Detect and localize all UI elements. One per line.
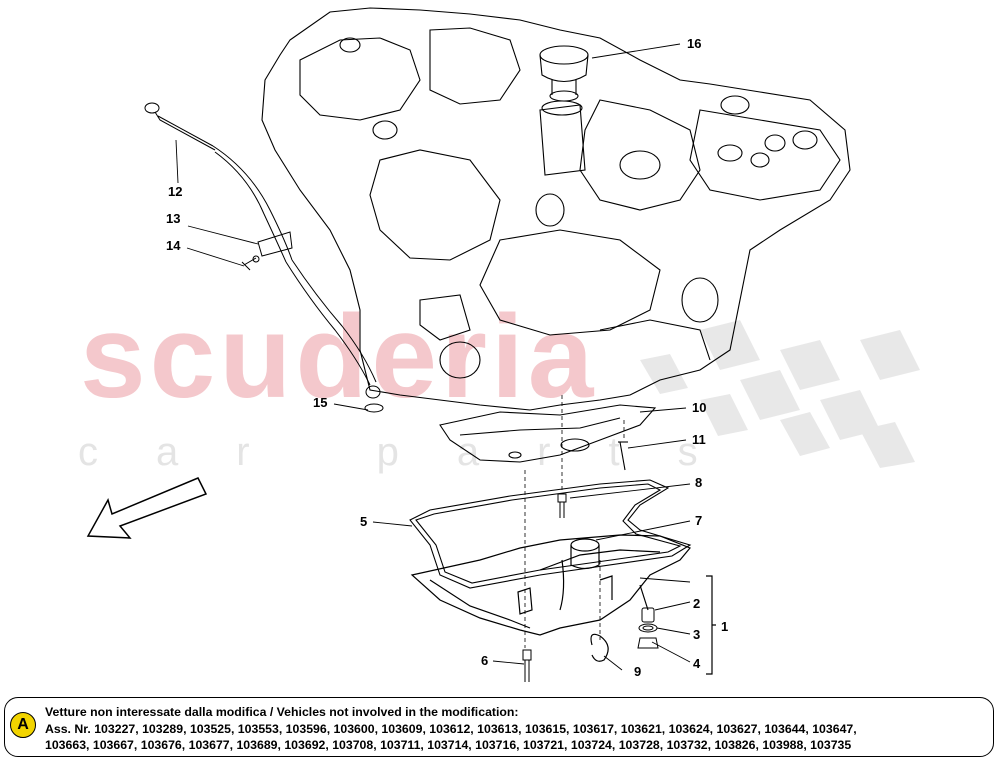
leader-lines [175, 43, 691, 671]
callout-5: 5 [360, 514, 368, 529]
checkered-flag-watermark [640, 320, 920, 468]
callout-8: 8 [695, 475, 703, 490]
note-line-1: Ass. Nr. 103227, 103289, 103525, 103553,… [45, 721, 857, 736]
callout-1: 1 [721, 619, 729, 634]
oil-pan [410, 534, 691, 636]
oil-dipstick [144, 102, 384, 413]
callout-13: 13 [166, 211, 181, 226]
note-line-2: 103663, 103667, 103676, 103677, 103689, … [45, 738, 852, 752]
pan-bolt [522, 649, 532, 682]
callout-7: 7 [695, 513, 703, 528]
watermark-subtitle: car parts [78, 430, 756, 474]
callout-12: 12 [168, 184, 183, 199]
note-heading: Vetture non interessate dalla modifica /… [45, 705, 519, 719]
note-text: Vetture non interessate dalla modifica /… [45, 704, 857, 754]
retaining-clip [590, 633, 609, 662]
callout-9: 9 [634, 664, 642, 679]
baffle-plate [439, 404, 657, 471]
callout-15: 15 [313, 395, 328, 410]
callout-2: 2 [693, 596, 701, 611]
callout-4: 4 [693, 656, 701, 671]
note-badge: A [10, 712, 36, 738]
arrow-down-left-icon [86, 477, 208, 539]
oil-filler-cap [539, 45, 589, 65]
callout-16: 16 [687, 36, 702, 51]
modification-note: A Vetture non interessate dalla modifica… [4, 697, 994, 757]
callout-14: 14 [166, 238, 181, 253]
oil-pan-gasket [409, 479, 692, 589]
callout-11: 11 [692, 432, 706, 447]
drain-plug [637, 607, 659, 649]
group-bracket [706, 575, 716, 675]
callout-10: 10 [692, 400, 707, 415]
callout-3: 3 [693, 627, 701, 642]
engine-block [261, 7, 851, 411]
watermark-brand: scuderia [80, 291, 598, 423]
callout-6: 6 [481, 653, 489, 668]
bracket-bolt [557, 493, 567, 518]
